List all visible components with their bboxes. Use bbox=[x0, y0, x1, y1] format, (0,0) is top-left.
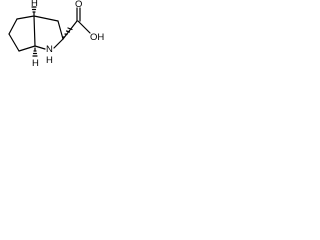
hashed-wedge-top bbox=[31, 6, 37, 16]
carbonyl-oxygen-label: O bbox=[75, 0, 82, 10]
bond-n1-c6a bbox=[34, 45, 46, 50]
bond-c2-carboxyl bbox=[62, 20, 78, 40]
bond-c3a-c4 bbox=[16, 15, 35, 20]
hydroxyl-label: OH bbox=[90, 32, 104, 43]
hashed-wedge-c2 bbox=[62, 27, 73, 38]
hashed-wedge-bottom bbox=[32, 47, 38, 57]
stereo-hydrogen-bottom-label: H bbox=[32, 58, 39, 69]
bond-c3a-c3 bbox=[33, 15, 59, 22]
bond-c5-c6 bbox=[8, 33, 20, 52]
bond-c6-c6a bbox=[18, 45, 36, 52]
bond-c3-c2 bbox=[57, 20, 64, 40]
nh-hydrogen-label: H bbox=[46, 55, 53, 66]
bond-carboxyl-oh bbox=[77, 20, 91, 34]
stereo-hydrogen-top-label: H bbox=[31, 0, 38, 9]
bond-c3a-c6a bbox=[33, 15, 36, 47]
ring-nitrogen-label: N bbox=[46, 44, 53, 55]
bond-c4-c5 bbox=[8, 18, 18, 35]
bond-c2-n1 bbox=[53, 38, 64, 49]
molecule-structure: H H N H O OH bbox=[8, 0, 104, 69]
